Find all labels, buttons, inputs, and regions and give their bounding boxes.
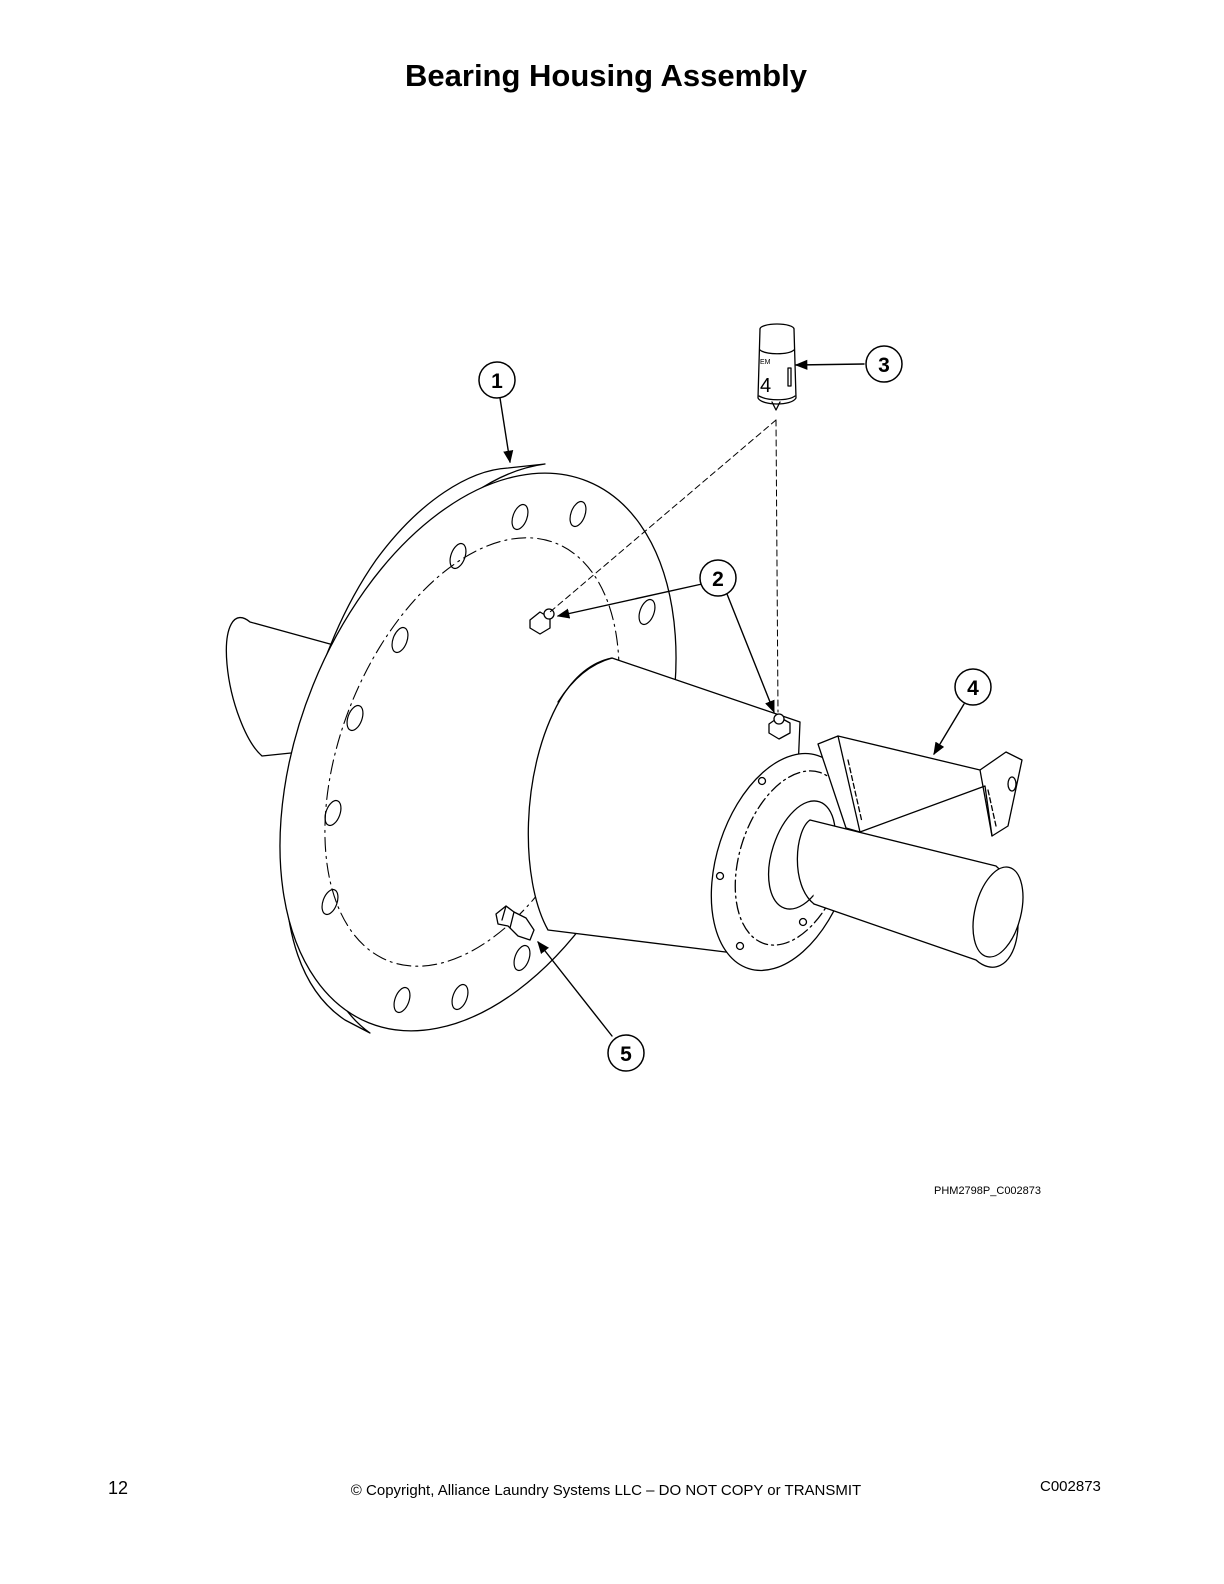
callout-3-label: 3 [878, 354, 890, 377]
copyright-notice: © Copyright, Alliance Laundry Systems LL… [350, 1482, 862, 1499]
breather-plug [495, 905, 535, 941]
callout-3: 3 [865, 345, 903, 383]
installation-lines [549, 419, 779, 713]
document-code: C002873 [1040, 1478, 1101, 1495]
callout-4-label: 4 [967, 677, 979, 700]
grease-fitting-upper [529, 608, 555, 635]
end-plate [710, 752, 856, 972]
right-shaft [796, 819, 1024, 968]
flange-bolt-holes [321, 500, 656, 1014]
callout-4: 4 [954, 668, 992, 706]
lubricator-label: EM [760, 359, 771, 366]
page-number: 12 [108, 1478, 129, 1498]
bracket [817, 735, 1023, 837]
grease-fitting-lower [768, 713, 791, 740]
callout-2: 2 [699, 559, 737, 597]
lubricator: EM 4 [757, 323, 797, 411]
callout-2-label: 2 [712, 568, 724, 591]
callout-1-label: 1 [491, 370, 503, 393]
page-title: Bearing Housing Assembly [405, 58, 807, 93]
leader-lines [499, 359, 965, 1037]
lubricator-number: 4 [760, 375, 771, 397]
callout-5-label: 5 [620, 1043, 632, 1066]
callout-1: 1 [478, 361, 516, 399]
figure-id: PHM2798P_C002873 [934, 1185, 1042, 1197]
callout-5: 5 [607, 1034, 645, 1072]
